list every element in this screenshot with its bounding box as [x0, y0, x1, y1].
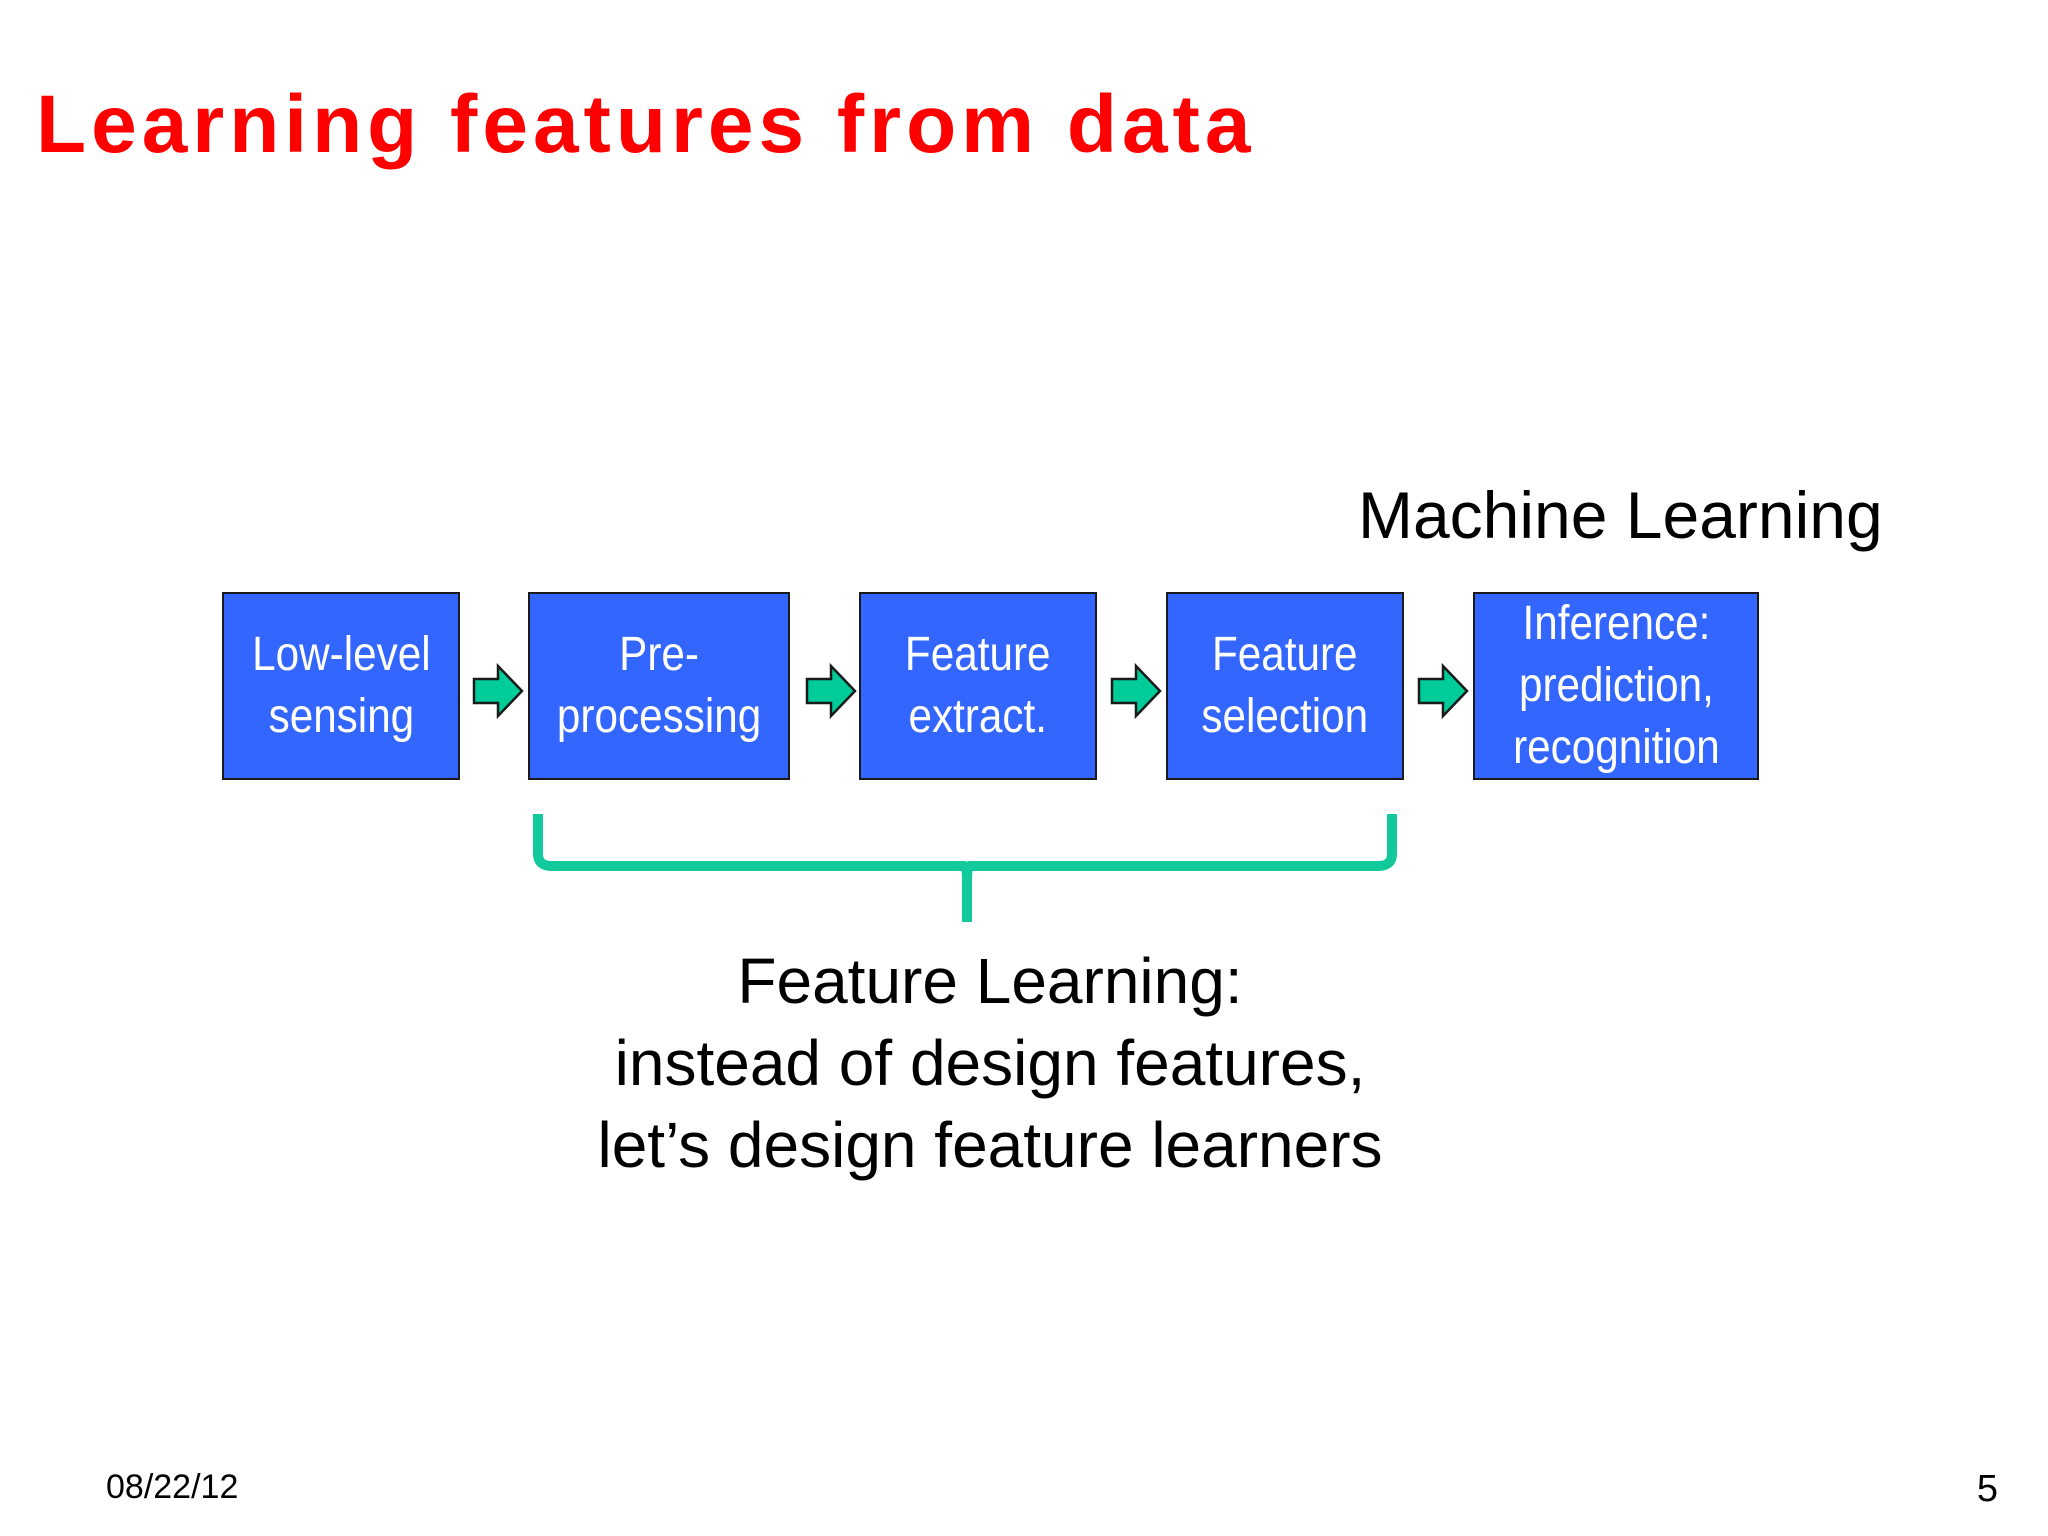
right-arrow-icon — [805, 663, 857, 719]
stage-label-line: Feature — [905, 628, 1051, 681]
slide-title: Learning features from data — [36, 79, 1256, 170]
feature-learning-caption: Feature Learning: instead of design feat… — [490, 940, 1490, 1186]
stage-label-line: prediction, — [1518, 659, 1714, 712]
stage-label: Low-level sensing — [252, 624, 430, 748]
stage-label-line: selection — [1201, 690, 1369, 743]
stage-label: Feature extract. — [905, 624, 1051, 748]
machine-learning-label: Machine Learning — [1358, 478, 1883, 552]
right-arrow-icon — [1110, 663, 1162, 719]
stage-label-line: sensing — [268, 690, 414, 743]
stage-label-line: Pre- — [619, 628, 699, 681]
caption-line: let’s design feature learners — [597, 1109, 1383, 1181]
stage-box-inference: Inference: prediction, recognition — [1473, 592, 1759, 780]
stage-label-line: Inference: — [1522, 597, 1710, 650]
stage-box-feature-selection: Feature selection — [1166, 592, 1404, 780]
caption-line: Feature Learning: — [737, 945, 1243, 1017]
stage-label: Inference: prediction, recognition — [1513, 593, 1720, 779]
slide-date: 08/22/12 — [106, 1468, 239, 1506]
right-arrow-icon — [1417, 663, 1469, 719]
stage-label: Feature selection — [1202, 624, 1369, 748]
page-number: 5 — [1976, 1468, 1998, 1510]
stage-label-line: extract. — [908, 690, 1048, 743]
stage-label-line: processing — [556, 690, 762, 743]
stage-box-feature-extraction: Feature extract. — [859, 592, 1097, 780]
stage-label: Pre- processing — [557, 624, 761, 748]
stage-label-line: Feature — [1212, 628, 1358, 681]
stage-box-pre-processing: Pre- processing — [528, 592, 790, 780]
stage-box-low-level-sensing: Low-level sensing — [222, 592, 460, 780]
caption-line: instead of design features, — [614, 1027, 1366, 1099]
stage-label-line: recognition — [1512, 721, 1720, 774]
right-arrow-icon — [472, 663, 524, 719]
stage-label-line: Low-level — [251, 628, 431, 681]
curly-brace — [533, 814, 1397, 922]
